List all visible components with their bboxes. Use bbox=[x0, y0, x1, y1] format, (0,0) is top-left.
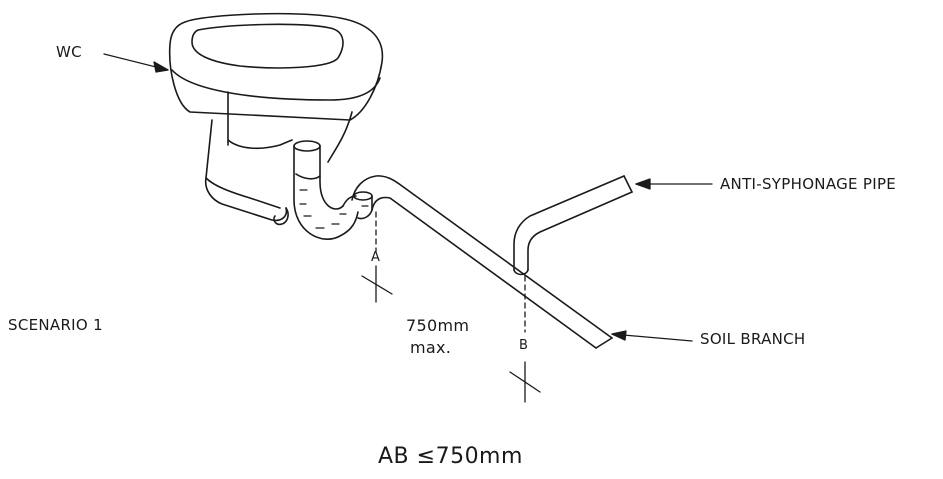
anti-syphonage-pipe bbox=[513, 175, 633, 276]
dimension-a bbox=[361, 211, 393, 303]
leader-soil-branch bbox=[611, 330, 693, 342]
wc-label: WC bbox=[56, 43, 82, 61]
leader-wc bbox=[103, 53, 169, 73]
leader-anti-syphonage bbox=[635, 178, 713, 190]
wc-pedestal bbox=[204, 119, 293, 226]
point-b-label: B bbox=[519, 338, 529, 353]
distance-qualifier-label: max. bbox=[410, 338, 452, 357]
scenario-label: SCENARIO 1 bbox=[8, 316, 103, 334]
wc-trap bbox=[293, 140, 373, 240]
soil-branch-pipe bbox=[351, 175, 613, 349]
formula-label: AB ≤750mm bbox=[378, 444, 523, 469]
anti-syphonage-pipe-label: ANTI-SYPHONAGE PIPE bbox=[720, 175, 897, 193]
distance-value-label: 750mm bbox=[406, 316, 470, 335]
dimension-b bbox=[509, 275, 541, 403]
soil-branch-label: SOIL BRANCH bbox=[700, 330, 806, 348]
wc-bowl bbox=[168, 12, 384, 163]
point-a-label: A bbox=[371, 250, 381, 265]
